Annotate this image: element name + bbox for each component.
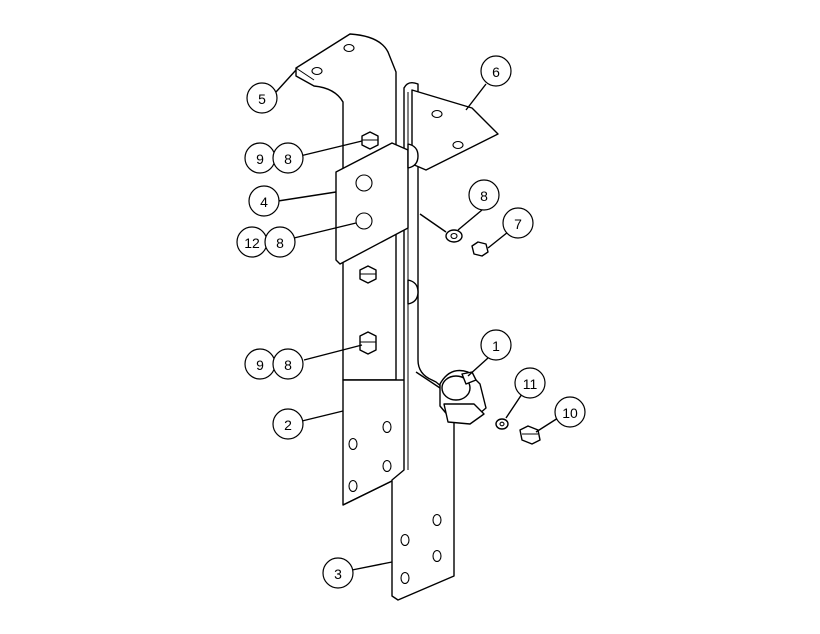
callout-8-mid: 8 — [264, 226, 296, 258]
callout-11-label: 11 — [523, 376, 538, 392]
callout-8-lower-label: 8 — [284, 357, 292, 373]
screw-part-10 — [519, 425, 541, 445]
callout-8-right: 8 — [468, 179, 500, 211]
callout-9-lower: 9 — [244, 348, 276, 380]
callout-11: 11 — [514, 367, 546, 399]
washer-part-8 — [445, 229, 463, 243]
callout-6-label: 6 — [492, 64, 500, 80]
nut-part-7 — [471, 241, 489, 257]
bolt-upper — [361, 131, 379, 150]
callout-4-label: 4 — [260, 194, 268, 210]
callout-3: 3 — [322, 557, 354, 589]
callout-8-upper: 8 — [272, 142, 304, 174]
washer-part-11 — [495, 418, 509, 430]
bolt-lower — [359, 331, 377, 355]
callout-8-upper-label: 8 — [284, 151, 292, 167]
callout-7: 7 — [502, 207, 534, 239]
callout-9-upper: 9 — [244, 142, 276, 174]
callout-6: 6 — [480, 55, 512, 87]
callout-9-lower-label: 9 — [256, 357, 264, 373]
callout-10: 10 — [554, 396, 586, 428]
callout-1-label: 1 — [492, 338, 500, 354]
callout-9-upper-label: 9 — [256, 151, 264, 167]
nut-behind-plate — [407, 143, 419, 305]
callout-10-label: 10 — [562, 405, 578, 421]
callout-2: 2 — [272, 408, 304, 440]
callout-1: 1 — [480, 329, 512, 361]
callout-2-label: 2 — [284, 417, 292, 433]
callout-4: 4 — [248, 185, 280, 217]
callout-12-label: 12 — [244, 235, 260, 251]
sensor-part-1 — [439, 369, 487, 425]
callout-7-label: 7 — [514, 216, 522, 232]
bolt-mid — [359, 265, 377, 284]
callout-8-mid-label: 8 — [276, 235, 284, 251]
callout-8-lower: 8 — [272, 348, 304, 380]
callout-3-label: 3 — [334, 566, 342, 582]
leader-lines — [275, 69, 559, 571]
callout-5: 5 — [246, 82, 278, 114]
callout-12: 12 — [236, 226, 268, 258]
clamp-plate-part-4 — [335, 142, 409, 265]
callout-8-right-label: 8 — [480, 188, 488, 204]
callout-5-label: 5 — [258, 91, 266, 107]
side-bracket-part-6 — [411, 89, 499, 171]
